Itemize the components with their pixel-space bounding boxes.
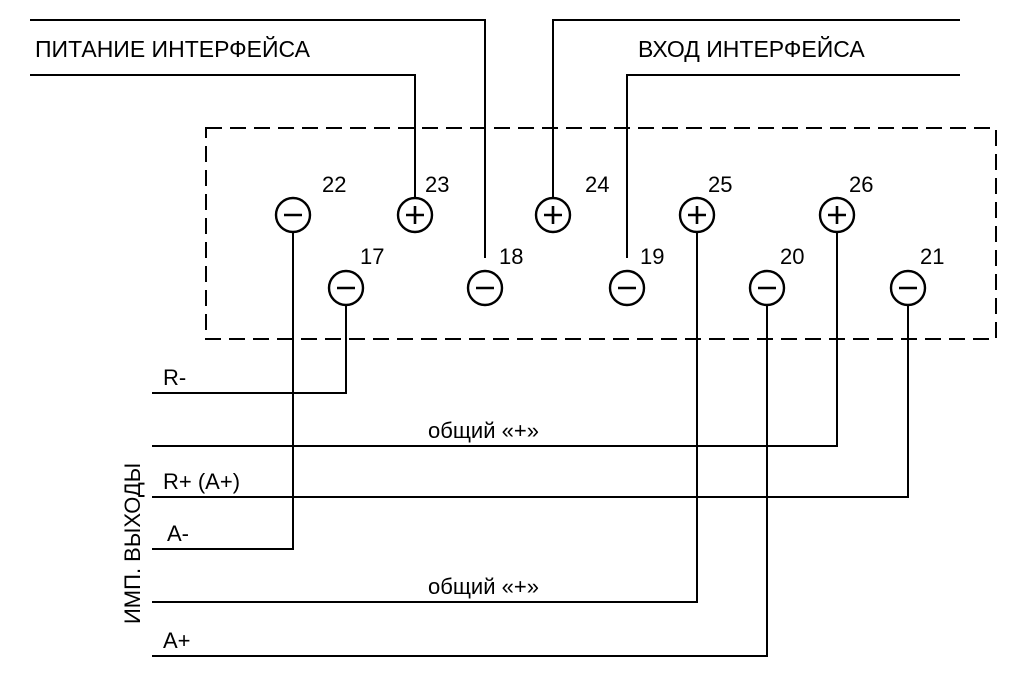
output-label-a-minus: A-: [167, 521, 189, 546]
terminal-26-number: 26: [849, 172, 873, 197]
wire-a-plus: [152, 306, 768, 657]
wire-input-minus: [626, 74, 960, 258]
terminal-26: [818, 196, 856, 234]
wire-r-minus: [152, 306, 347, 394]
terminal-24: [534, 196, 572, 234]
output-label-r-minus: R-: [163, 365, 186, 390]
terminal-20-number: 20: [780, 244, 804, 269]
terminal-block-outline: [205, 127, 997, 340]
terminal-24-number: 24: [585, 172, 609, 197]
wire-input-plus: [552, 19, 960, 199]
terminal-21-number: 21: [920, 244, 944, 269]
terminal-22: [274, 196, 312, 234]
output-label-a-plus: A+: [163, 628, 191, 653]
wire-power-minus: [30, 19, 486, 258]
terminal-21: [889, 269, 927, 307]
wire-common-plus-1: [152, 233, 838, 447]
terminal-23: [396, 196, 434, 234]
terminal-18: [466, 269, 504, 307]
input-interface-header: ВХОД ИНТЕРФЕЙСА: [638, 35, 865, 62]
terminal-17-number: 17: [360, 244, 384, 269]
terminal-20: [748, 269, 786, 307]
pulse-outputs-label: ИМП. ВЫХОДЫ: [120, 463, 145, 624]
terminal-18-number: 18: [499, 244, 523, 269]
terminal-25-number: 25: [708, 172, 732, 197]
wire-r-plus-a-plus: [152, 306, 909, 498]
wire-power-plus: [30, 74, 416, 199]
output-label-common-plus-1: общий «+»: [428, 418, 539, 443]
terminal-17: [327, 269, 365, 307]
output-label-r-plus-a-plus: R+ (A+): [163, 469, 240, 494]
wire-a-minus: [152, 233, 294, 550]
wire-common-plus-2: [152, 233, 698, 603]
terminal-25: [678, 196, 716, 234]
terminal-22-number: 22: [322, 172, 346, 197]
terminal-19-number: 19: [640, 244, 664, 269]
terminal-19: [608, 269, 646, 307]
power-interface-header: ПИТАНИЕ ИНТЕРФЕЙСА: [35, 35, 311, 62]
terminal-23-number: 23: [425, 172, 449, 197]
output-label-common-plus-2: общий «+»: [428, 574, 539, 599]
